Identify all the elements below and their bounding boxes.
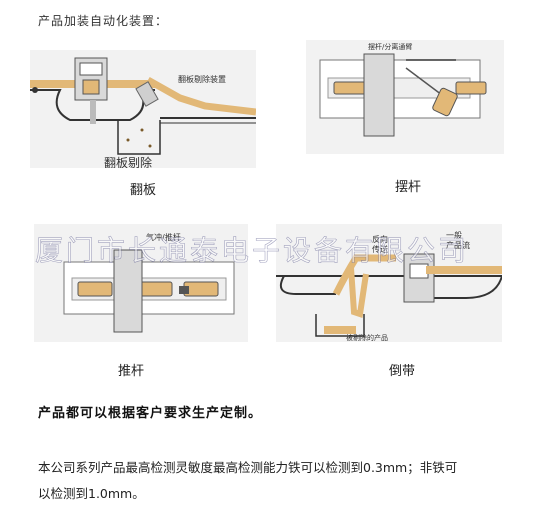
bin-label: 被剔除的产品	[346, 333, 388, 342]
flip-banner-label: 翻板剔除	[104, 155, 152, 168]
paragraph-line-2: 以检测到1.0mm。	[38, 486, 145, 501]
panel-swing-arm: 摆杆/分离通臂	[306, 40, 504, 154]
panel-reverse-belt: 反向 传送 一般 产品流 被剔除的产品	[276, 224, 502, 342]
caption-swing-arm: 摆杆	[394, 180, 421, 195]
sensitivity-paragraph: 本公司系列产品最高检测灵敏度最高检测能力铁可以检测到0.3mm；非铁可 以检测到…	[38, 455, 508, 507]
reverse-label-a: 反向	[372, 234, 388, 244]
normal-label-a: 一般	[446, 230, 462, 240]
caption-reverse-belt: 倒带	[388, 364, 415, 379]
caption-flip-plate: 翻板	[129, 183, 156, 198]
flip-device-label: 翻板剔除装置	[178, 74, 226, 84]
section-heading: 产品加装自动化装置：	[38, 14, 169, 28]
caption-push-rod: 推杆	[117, 364, 144, 379]
normal-label-b: 产品流	[446, 240, 470, 250]
swing-device-label: 摆杆/分离通臂	[368, 42, 412, 51]
panel-push-rod: 气冲/推杆	[34, 224, 248, 342]
reverse-label-b: 传送	[372, 244, 388, 254]
push-device-label: 气冲/推杆	[146, 232, 181, 242]
paragraph-line-1: 本公司系列产品最高检测灵敏度最高检测能力铁可以检测到0.3mm；非铁可	[38, 460, 458, 475]
custom-note: 产品都可以根据客户要求生产定制。	[38, 406, 263, 421]
panel-flip-plate: 翻板剔除装置 翻板剔除	[30, 50, 256, 168]
